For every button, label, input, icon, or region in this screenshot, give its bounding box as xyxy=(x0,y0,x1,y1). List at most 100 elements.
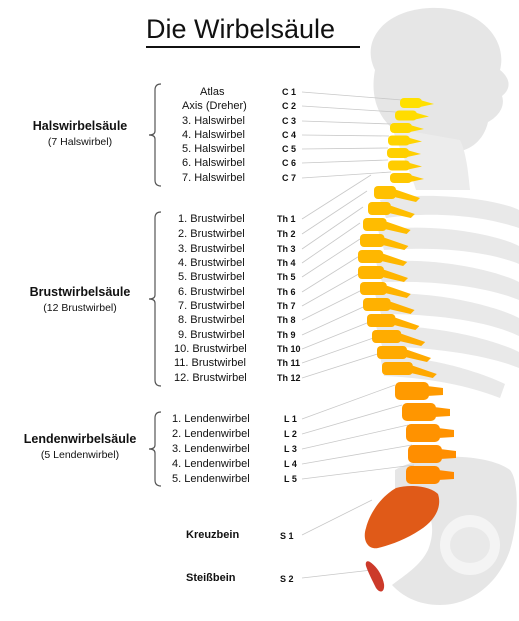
leader-line xyxy=(301,444,413,465)
vertebra-label: 1. Brustwirbel xyxy=(178,213,245,225)
thoracic-spinous-process xyxy=(388,205,415,218)
vertebra-label: 4. Halswirbel xyxy=(182,129,245,141)
vertebra-code: Th 9 xyxy=(277,330,296,340)
leader-line xyxy=(301,286,369,321)
sacrum-code: S 1 xyxy=(280,531,294,541)
leader-line xyxy=(301,569,373,579)
thoracic-spinous-process xyxy=(381,253,408,266)
vertebra-label: Atlas xyxy=(200,86,225,98)
vertebra-label: 4. Brustwirbel xyxy=(178,257,245,269)
vertebra-code: C 7 xyxy=(282,173,297,183)
cervical-spinous-process xyxy=(410,175,424,182)
region-sub-cervical: (7 Halswirbel) xyxy=(47,136,113,148)
thoracic-vertebra-body xyxy=(363,218,387,231)
region-bracket xyxy=(148,411,162,487)
vertebra-code: C 4 xyxy=(282,130,297,140)
thoracic-vertebra-body xyxy=(377,346,407,359)
leader-line xyxy=(301,105,397,113)
thoracic-vertebra-body xyxy=(360,282,387,295)
vertebra-label: 9. Brustwirbel xyxy=(178,329,245,341)
vertebra-label: 8. Brustwirbel xyxy=(178,314,245,326)
vertebra-label: 6. Brustwirbel xyxy=(178,286,245,298)
cervical-vertebra-body xyxy=(400,98,422,108)
lumbar-spinous-process xyxy=(438,428,454,438)
leader-line xyxy=(301,499,373,536)
leader-line xyxy=(301,238,361,278)
thoracic-spinous-process xyxy=(405,349,431,362)
region-bracket xyxy=(148,211,162,387)
region-bracket xyxy=(148,83,162,187)
thoracic-vertebra-body xyxy=(358,250,384,263)
thoracic-spinous-process xyxy=(393,317,420,330)
leader-line xyxy=(301,350,388,379)
thoracic-vertebra-body xyxy=(367,314,396,327)
leader-line xyxy=(301,424,409,450)
region-name-cervical: Halswirbelsäule xyxy=(32,119,128,133)
vertebra-label: 2. Brustwirbel xyxy=(178,228,245,240)
region-sub-lumbar: (5 Lendenwirbel) xyxy=(40,449,120,461)
leader-line xyxy=(301,404,403,435)
cervical-spinous-process xyxy=(408,162,422,170)
leader-line xyxy=(301,222,361,264)
leader-line xyxy=(301,334,383,364)
vertebra-code: L 1 xyxy=(284,414,297,424)
vertebra-code: C 6 xyxy=(282,158,297,168)
leader-line xyxy=(301,302,373,336)
vertebra-label: 12. Brustwirbel xyxy=(174,372,247,384)
thoracic-spinous-process xyxy=(410,365,437,378)
thoracic-vertebra-body xyxy=(363,298,391,311)
coccyx xyxy=(365,561,385,592)
vertebra-code: Th 5 xyxy=(277,272,296,282)
region-name-lumbar: Lendenwirbelsäule xyxy=(23,432,137,446)
cervical-vertebra-body xyxy=(395,110,417,121)
region-name-thoracic: Brustwirbelsäule xyxy=(29,285,131,299)
leader-line xyxy=(301,464,415,480)
cervical-vertebra-body xyxy=(387,148,409,158)
thoracic-vertebra-body xyxy=(382,362,413,375)
cervical-vertebra-body xyxy=(390,123,412,133)
thoracic-vertebra-body xyxy=(368,202,391,215)
vertebra-label: 1. Lendenwirbel xyxy=(172,413,250,425)
cervical-vertebra-body xyxy=(390,173,412,183)
lumbar-vertebra-body xyxy=(402,403,436,421)
femur-head-silhouette xyxy=(450,527,490,563)
cervical-spinous-process xyxy=(415,112,429,120)
leader-line xyxy=(301,384,396,420)
lumbar-vertebra-body xyxy=(406,466,440,484)
lumbar-vertebra-body xyxy=(395,382,429,400)
thoracic-spinous-process xyxy=(384,285,411,298)
leader-line xyxy=(301,120,392,125)
vertebra-code: Th 12 xyxy=(277,373,301,383)
vertebra-code: L 4 xyxy=(284,459,297,469)
leader-line xyxy=(301,171,392,179)
leader-line xyxy=(301,147,389,150)
cervical-spinous-process xyxy=(407,150,421,157)
thoracic-spinous-process xyxy=(384,221,411,234)
vertebra-label: 2. Lendenwirbel xyxy=(172,428,250,440)
vertebra-code: C 5 xyxy=(282,144,297,154)
lumbar-spinous-process xyxy=(427,386,443,396)
thoracic-spinous-process xyxy=(399,333,426,346)
vertebra-label: 3. Brustwirbel xyxy=(178,243,245,255)
sacrum-label: Kreuzbein xyxy=(186,529,240,541)
leader-line xyxy=(301,206,364,250)
lumbar-vertebra-body xyxy=(406,424,440,442)
thoracic-vertebra-body xyxy=(374,186,396,199)
coccyx-code: S 2 xyxy=(280,574,294,584)
thoracic-vertebra-body xyxy=(358,266,384,279)
thoracic-vertebra-body xyxy=(372,330,402,343)
vertebra-code: Th 3 xyxy=(277,244,296,254)
sacrum xyxy=(364,486,440,549)
vertebra-label: 7. Halswirbel xyxy=(182,172,245,184)
vertebra-label: Axis (Dreher) xyxy=(182,100,247,112)
thoracic-spinous-process xyxy=(388,301,415,314)
vertebra-code: L 5 xyxy=(284,474,297,484)
leader-line xyxy=(301,159,389,164)
vertebra-code: C 2 xyxy=(282,101,297,111)
leader-line xyxy=(301,174,372,220)
vertebra-code: Th 6 xyxy=(277,287,296,297)
leader-line xyxy=(301,254,362,293)
lumbar-spinous-process xyxy=(438,470,454,480)
